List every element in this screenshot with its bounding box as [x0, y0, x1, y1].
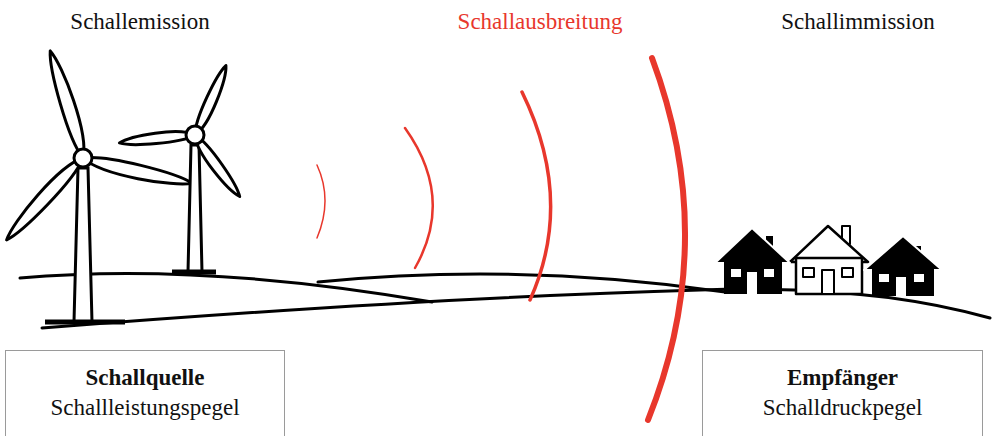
- house-black: [715, 228, 790, 294]
- wave-arc: [317, 165, 325, 238]
- hill-line: [318, 274, 725, 292]
- window: [803, 268, 814, 277]
- source-box: SchallquelleSchallleistungspegel: [5, 350, 285, 436]
- tower: [74, 168, 92, 322]
- houses: [715, 226, 942, 296]
- stage-label: Schallausbreitung: [458, 8, 623, 36]
- hub: [186, 126, 204, 144]
- roof: [715, 228, 790, 263]
- door: [822, 270, 834, 294]
- roof: [864, 236, 942, 270]
- wave-arc: [648, 58, 685, 420]
- rotor-blade: [1, 153, 87, 244]
- sound-waves: [317, 58, 685, 420]
- window: [879, 274, 889, 282]
- hub: [74, 149, 92, 167]
- door: [747, 272, 757, 294]
- box-heading: Schallquelle: [16, 363, 274, 393]
- house-black: [864, 236, 942, 296]
- box-heading: Empfänger: [713, 363, 972, 393]
- window: [764, 269, 774, 277]
- door: [896, 277, 906, 296]
- wall: [872, 266, 934, 296]
- window: [842, 268, 853, 277]
- wave-arc: [405, 128, 433, 268]
- box-text: Schalldruckpegel: [713, 393, 972, 423]
- wall: [796, 258, 862, 294]
- roof: [790, 226, 868, 262]
- tower-base: [172, 270, 216, 275]
- window: [914, 274, 924, 282]
- wind-turbine: [1, 49, 194, 322]
- rotor-blade: [81, 152, 193, 191]
- stage-label: Schallimmission: [781, 8, 934, 36]
- receiver-box: EmpfängerSchalldruckpegel: [702, 350, 983, 436]
- rotor-blade: [119, 129, 196, 148]
- wind-turbine: [119, 64, 244, 272]
- window: [731, 269, 741, 277]
- wave-arc: [522, 92, 551, 300]
- tower: [188, 145, 202, 272]
- house-white: [790, 226, 868, 294]
- rotor-blade: [45, 49, 91, 160]
- tower-base: [45, 320, 125, 325]
- wall: [724, 260, 782, 294]
- stage-label: Schallemission: [70, 8, 209, 36]
- box-text: Schallleistungspegel: [16, 393, 274, 423]
